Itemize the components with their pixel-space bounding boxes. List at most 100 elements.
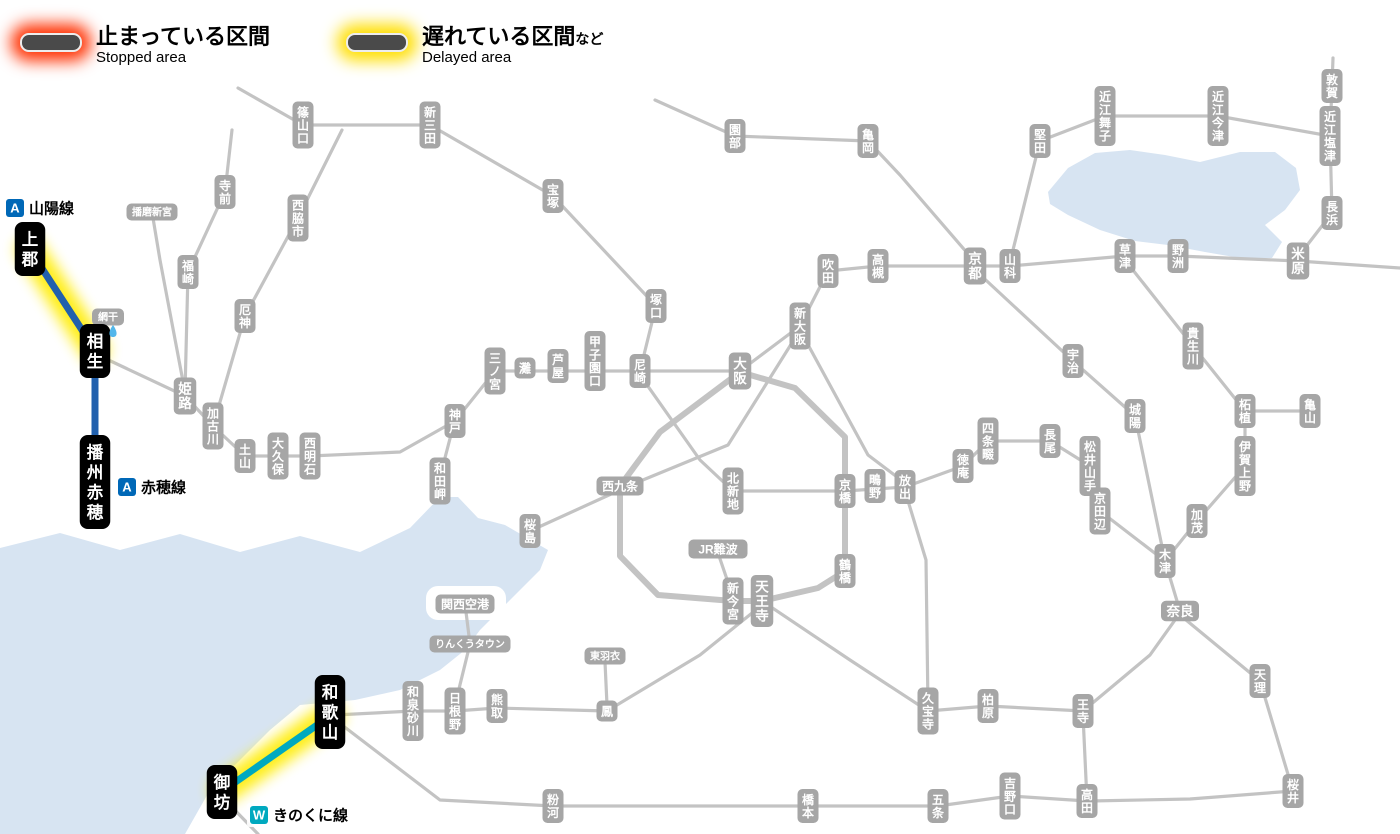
station-王寺[interactable]: 王寺 xyxy=(1072,694,1094,728)
rail-line-umeda-freight xyxy=(636,328,802,484)
svg-text:本: 本 xyxy=(802,805,814,820)
station-野洲[interactable]: 野洲 xyxy=(1167,239,1189,273)
station-新三田[interactable]: 新三田 xyxy=(419,101,441,149)
svg-text:上: 上 xyxy=(1239,465,1251,480)
station-東羽衣[interactable]: 東羽衣 xyxy=(584,647,626,665)
station-京田辺[interactable]: 京田辺 xyxy=(1089,487,1111,535)
station-天王寺[interactable]: 天王寺 xyxy=(750,575,774,627)
station-相生[interactable]: 相生 xyxy=(79,324,111,378)
station-亀山[interactable]: 亀山 xyxy=(1299,394,1321,428)
svg-text:崎: 崎 xyxy=(182,271,194,286)
station-西脇市[interactable]: 西脇市 xyxy=(287,194,309,242)
station-播磨新宮[interactable]: 播磨新宮 xyxy=(126,203,178,221)
station-桜島[interactable]: 桜島 xyxy=(519,514,541,548)
station-三ノ宮[interactable]: 三ノ宮 xyxy=(484,347,506,395)
station-米原[interactable]: 米原 xyxy=(1286,242,1310,280)
station-和田岬[interactable]: 和田岬 xyxy=(429,457,451,505)
station-亀岡[interactable]: 亀岡 xyxy=(857,124,879,158)
station-御坊[interactable]: 御坊 xyxy=(206,765,238,819)
station-高槻[interactable]: 高槻 xyxy=(867,249,889,283)
svg-text:辺: 辺 xyxy=(1094,517,1106,531)
station-山科[interactable]: 山科 xyxy=(999,249,1021,283)
station-篠山口[interactable]: 篠山口 xyxy=(292,101,314,149)
station-姫路[interactable]: 姫路 xyxy=(173,377,197,415)
station-北新地[interactable]: 北新地 xyxy=(722,467,744,515)
station-西九条[interactable]: 西九条 xyxy=(596,476,644,496)
station-長浜[interactable]: 長浜 xyxy=(1321,196,1343,230)
line-badge-icon xyxy=(118,478,136,496)
station-貴生川[interactable]: 貴生川 xyxy=(1182,322,1204,370)
station-神戸[interactable]: 神戸 xyxy=(444,404,466,438)
station-灘[interactable]: 灘 xyxy=(514,357,536,379)
line-badge-letter: A xyxy=(10,201,20,216)
svg-text:阪: 阪 xyxy=(794,332,807,346)
station-木津[interactable]: 木津 xyxy=(1154,544,1176,578)
station-鴫野[interactable]: 鴫野 xyxy=(864,469,886,503)
station-加古川[interactable]: 加古川 xyxy=(202,402,224,450)
svg-text:山: 山 xyxy=(297,117,309,132)
station-宝塚[interactable]: 宝塚 xyxy=(542,179,564,213)
station-徳庵[interactable]: 徳庵 xyxy=(952,449,974,483)
station-放出[interactable]: 放出 xyxy=(894,470,916,504)
station-福崎[interactable]: 福崎 xyxy=(177,255,199,289)
station-大久保[interactable]: 大久保 xyxy=(267,432,289,480)
station-敦賀[interactable]: 敦賀 xyxy=(1321,69,1343,103)
station-土山[interactable]: 土山 xyxy=(234,439,256,473)
station-高田[interactable]: 高田 xyxy=(1076,784,1098,818)
station-熊取[interactable]: 熊取 xyxy=(486,689,508,723)
station-五条[interactable]: 五条 xyxy=(927,789,949,823)
station-関西空港[interactable]: 関西空港 xyxy=(435,594,495,614)
svg-text:根: 根 xyxy=(449,703,461,718)
station-網干[interactable]: 網干 xyxy=(92,308,124,326)
station-鶴橋[interactable]: 鶴橋 xyxy=(834,554,856,588)
station-四条畷[interactable]: 四条畷 xyxy=(977,417,999,465)
rail-line-osaka-higashi-north xyxy=(798,328,907,485)
station-上郡[interactable]: 上郡 xyxy=(14,222,46,276)
station-鳳[interactable]: 鳳 xyxy=(596,700,618,722)
station-柏原[interactable]: 柏原 xyxy=(977,689,999,723)
station-久宝寺[interactable]: 久宝寺 xyxy=(917,687,939,735)
svg-text:今: 今 xyxy=(726,593,740,608)
station-寺前[interactable]: 寺前 xyxy=(214,175,236,209)
svg-text:尼: 尼 xyxy=(634,358,646,372)
station-桜井[interactable]: 桜井 xyxy=(1282,774,1304,808)
svg-text:吹: 吹 xyxy=(822,257,835,272)
station-JR難波[interactable]: JR難波 xyxy=(688,539,748,559)
station-西明石[interactable]: 西明石 xyxy=(299,432,321,480)
station-柘植[interactable]: 柘植 xyxy=(1234,394,1256,428)
station-厄神[interactable]: 厄神 xyxy=(234,299,256,333)
station-長尾[interactable]: 長尾 xyxy=(1039,424,1061,458)
station-吉野口[interactable]: 吉野口 xyxy=(999,772,1021,820)
station-新今宮[interactable]: 新今宮 xyxy=(722,577,744,625)
station-園部[interactable]: 園部 xyxy=(724,119,746,153)
station-新大阪[interactable]: 新大阪 xyxy=(789,302,811,350)
station-加茂[interactable]: 加茂 xyxy=(1186,504,1208,538)
station-天理[interactable]: 天理 xyxy=(1249,664,1271,698)
station-草津[interactable]: 草津 xyxy=(1114,239,1136,273)
station-粉河[interactable]: 粉河 xyxy=(542,789,564,823)
station-吹田[interactable]: 吹田 xyxy=(817,254,839,288)
station-城陽[interactable]: 城陽 xyxy=(1124,399,1146,433)
station-大阪[interactable]: 大阪 xyxy=(728,352,752,390)
station-和歌山[interactable]: 和歌山 xyxy=(314,675,346,749)
station-日根野[interactable]: 日根野 xyxy=(444,687,466,735)
station-塚口[interactable]: 塚口 xyxy=(645,289,667,323)
svg-text:戸: 戸 xyxy=(449,421,461,435)
station-京都[interactable]: 京都 xyxy=(963,247,987,285)
station-尼崎[interactable]: 尼崎 xyxy=(629,354,651,388)
station-りんくうタウン[interactable]: りんくうタウン xyxy=(429,635,511,653)
station-堅田[interactable]: 堅田 xyxy=(1029,124,1051,158)
station-芦屋[interactable]: 芦屋 xyxy=(547,349,569,383)
station-京橋[interactable]: 京橋 xyxy=(834,474,856,508)
station-宇治[interactable]: 宇治 xyxy=(1062,344,1084,378)
station-奈良[interactable]: 奈良 xyxy=(1161,600,1199,622)
station-橋本[interactable]: 橋本 xyxy=(797,789,819,823)
